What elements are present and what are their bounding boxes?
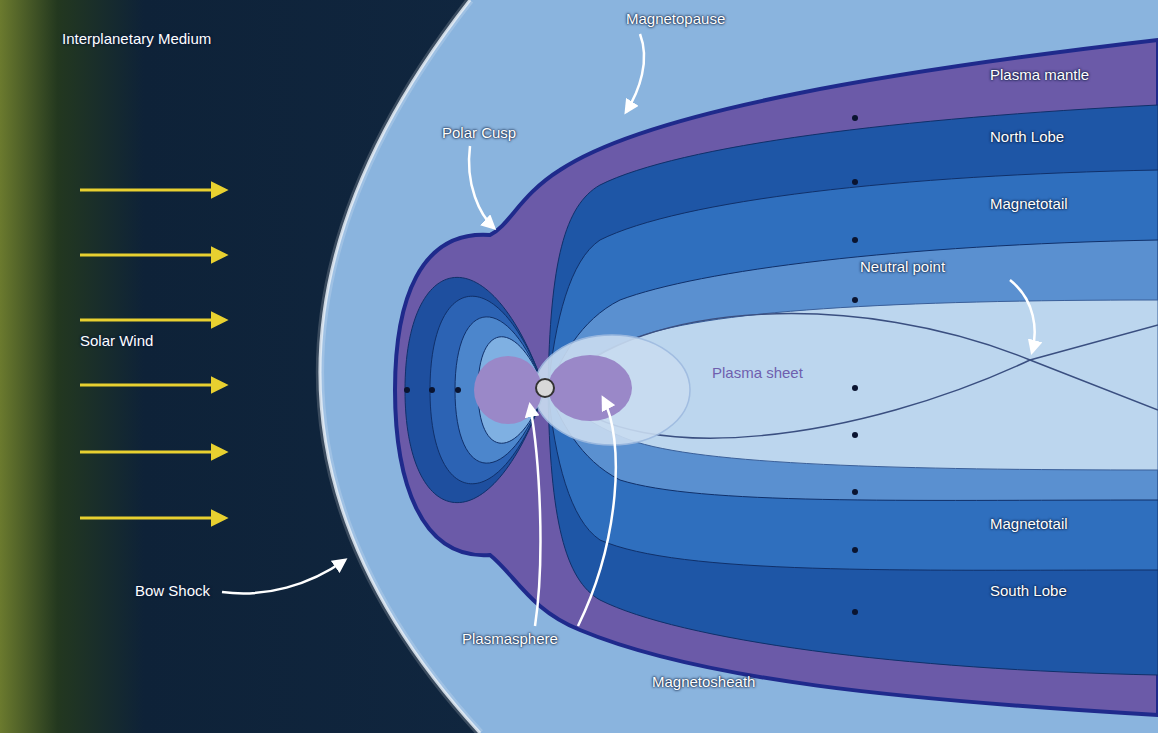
dayside-field xyxy=(405,277,545,502)
region-label: Bow Shock xyxy=(135,582,210,600)
region-label: Solar Wind xyxy=(80,332,153,350)
dayside-field xyxy=(430,296,545,484)
region-label: Plasma mantle xyxy=(990,66,1089,84)
solar-wind-arrows xyxy=(80,190,225,518)
region-label: Neutral point xyxy=(860,258,945,276)
region-label: Interplanetary Medium xyxy=(62,30,211,48)
dayside-field xyxy=(455,317,545,463)
plasmasphere-lobe xyxy=(548,355,632,421)
region-label: Magnetotail xyxy=(990,515,1068,533)
magnetopause xyxy=(395,40,1158,715)
region-label: Polar Cusp xyxy=(442,124,516,142)
region-label: Plasmasphere xyxy=(462,630,558,648)
region-label: Plasma sheet xyxy=(712,364,803,382)
earth xyxy=(536,379,554,397)
region-label: Magnetopause xyxy=(626,10,725,28)
region-label: Magnetotail xyxy=(990,195,1068,213)
region-label: Magnetosheath xyxy=(652,673,755,691)
field-dots xyxy=(404,115,858,615)
region-label: North Lobe xyxy=(990,128,1064,146)
region-label: South Lobe xyxy=(990,582,1067,600)
leader-lines xyxy=(222,34,1035,626)
